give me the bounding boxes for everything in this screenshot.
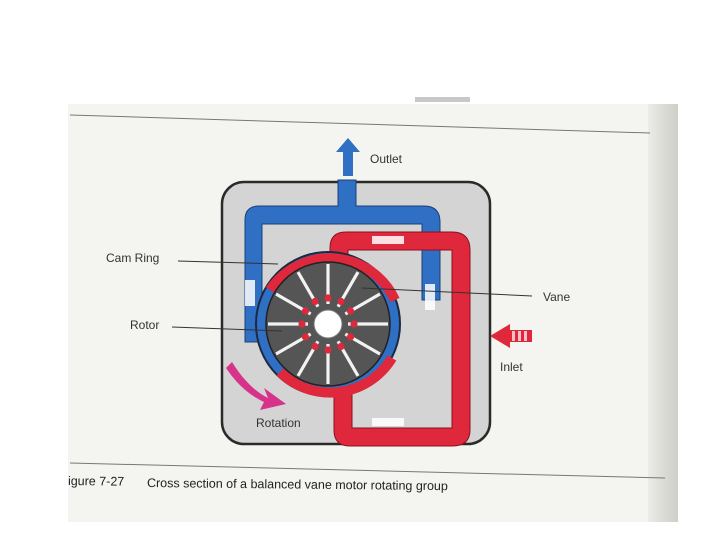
flow-markers <box>245 236 435 426</box>
vane-pressure-port <box>324 346 332 354</box>
vane-label: Vane <box>543 290 571 304</box>
cam-ring-label: Cam Ring <box>106 251 160 265</box>
figure-number: igure 7-27 <box>67 474 125 489</box>
vane-pressure-port <box>324 294 332 302</box>
vane-pressure-port <box>311 342 319 351</box>
caption-rule <box>69 462 666 479</box>
bleed-through-text <box>415 97 470 102</box>
outlet-label: Outlet <box>370 152 403 166</box>
vane-leader <box>361 287 533 297</box>
page-edge-shadow <box>648 104 678 522</box>
vane-pressure-port <box>298 320 306 328</box>
outlet-arrow <box>336 138 360 176</box>
vane-pressure-port <box>346 333 355 341</box>
vane-pressure-port <box>311 297 319 306</box>
cam-ring-leader <box>177 260 279 265</box>
rotor-label: Rotor <box>130 318 160 332</box>
rotation-label: Rotation <box>256 416 301 430</box>
vane-pressure-port <box>301 307 310 315</box>
rotor-hub <box>313 309 343 339</box>
outlet-passage <box>244 179 441 343</box>
inlet-arrow <box>490 324 532 348</box>
inlet-label: Inlet <box>500 360 523 374</box>
rotation-arrow <box>226 362 286 410</box>
vane-pressure-port <box>337 342 345 351</box>
vane-pressure-port <box>350 320 358 328</box>
vane-pressure-port <box>346 307 355 315</box>
top-rule <box>69 114 651 134</box>
rotor-leader <box>171 326 283 332</box>
vanes <box>268 264 388 384</box>
vane-pressure-port <box>301 333 310 341</box>
vane-pressure-port <box>337 297 345 306</box>
